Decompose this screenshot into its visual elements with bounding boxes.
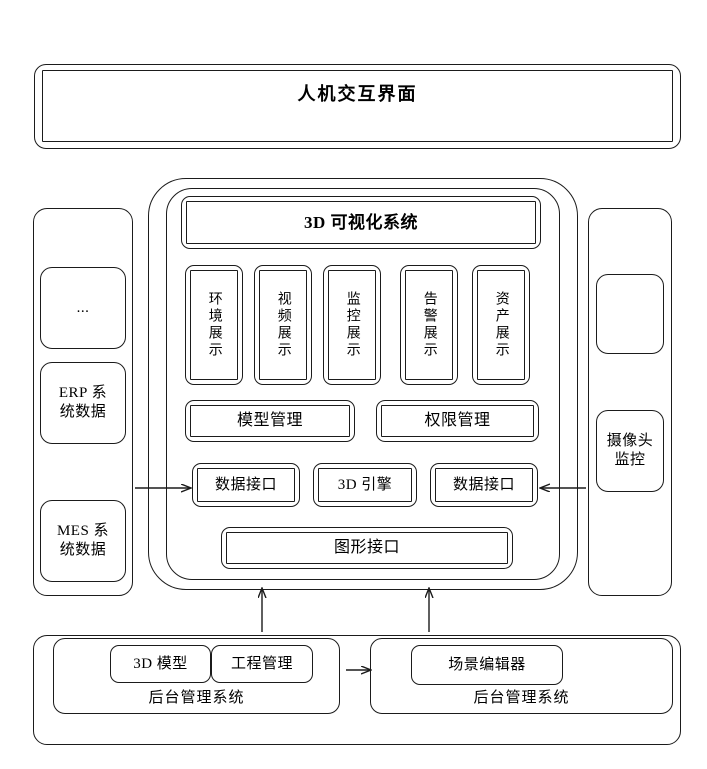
data-source-erp-label: ERP 系 统数据 [58, 385, 108, 420]
display-module-monitoring-label: 监控展示 [344, 291, 360, 359]
data-source-mes[interactable]: MES 系 统数据 [40, 500, 126, 582]
backstage-item-project-management-label: 工程管理 [230, 655, 293, 672]
module-permission-management[interactable]: 权限管理 [376, 400, 539, 442]
source-camera-monitoring-label: 摄像头 监控 [606, 433, 654, 468]
module-data-interface-left[interactable]: 数据接口 [192, 463, 300, 507]
visualization-system-header[interactable]: 3D 可视化系统 [181, 196, 541, 249]
backstage-item-3d-model-label: 3D 模型 [133, 655, 188, 672]
display-module-asset-label: 资产展示 [493, 291, 509, 359]
module-graphics-interface-label: 图形接口 [333, 539, 400, 556]
data-source-mes-label: MES 系 统数据 [56, 523, 110, 558]
display-module-alarm[interactable]: 告警展示 [400, 265, 458, 385]
hmi-label: 人机交互界面 [297, 83, 418, 104]
module-3d-engine-label: 3D 引擎 [337, 476, 393, 493]
module-3d-engine[interactable]: 3D 引擎 [313, 463, 417, 507]
hmi-panel[interactable] [42, 70, 673, 142]
right-source-column [588, 208, 672, 596]
display-module-environment-label: 环境展示 [206, 291, 222, 359]
backstage-item-project-management[interactable]: 工程管理 [211, 645, 313, 683]
backstage-item-scene-editor[interactable]: 场景编辑器 [411, 645, 563, 685]
backstage-group-right-caption: 后台管理系统 [473, 690, 570, 707]
display-module-video-label: 视频展示 [275, 291, 291, 359]
module-permission-management-label: 权限管理 [424, 412, 491, 429]
backstage-item-3d-model[interactable]: 3D 模型 [110, 645, 211, 683]
module-data-interface-right[interactable]: 数据接口 [430, 463, 538, 507]
display-module-asset[interactable]: 资产展示 [472, 265, 530, 385]
backstage-item-scene-editor-label: 场景编辑器 [448, 656, 526, 673]
display-module-alarm-label: 告警展示 [421, 291, 437, 359]
source-blank-slot[interactable] [596, 274, 664, 354]
source-camera-monitoring[interactable]: 摄像头 监控 [596, 410, 664, 492]
module-data-interface-left-label: 数据接口 [214, 476, 277, 493]
backstage-group-left-caption: 后台管理系统 [148, 690, 245, 707]
data-source-ellipsis[interactable]: ... [40, 267, 126, 349]
module-model-management[interactable]: 模型管理 [185, 400, 355, 442]
display-module-video[interactable]: 视频展示 [254, 265, 312, 385]
data-source-erp[interactable]: ERP 系 统数据 [40, 362, 126, 444]
module-model-management-label: 模型管理 [236, 412, 303, 429]
module-graphics-interface[interactable]: 图形接口 [221, 527, 513, 569]
data-source-ellipsis-label: ... [76, 299, 90, 316]
module-data-interface-right-label: 数据接口 [452, 476, 515, 493]
visualization-system-header-label: 3D 可视化系统 [303, 212, 419, 232]
display-module-monitoring[interactable]: 监控展示 [323, 265, 381, 385]
display-module-environment[interactable]: 环境展示 [185, 265, 243, 385]
